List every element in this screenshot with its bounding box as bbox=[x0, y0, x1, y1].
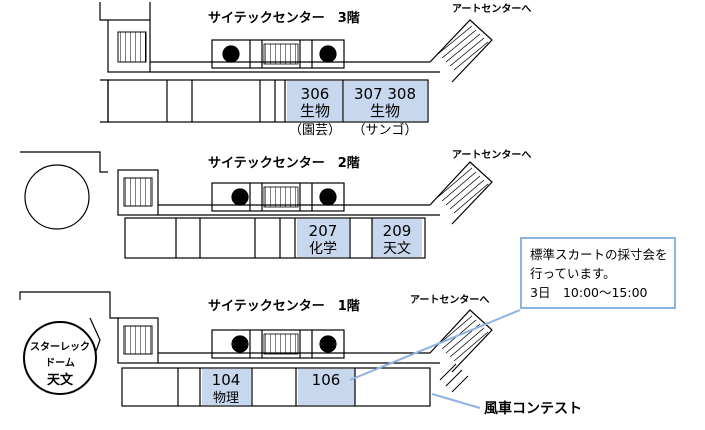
room-209-subject: 天文 bbox=[383, 241, 411, 257]
contest-pointer-line bbox=[431, 393, 481, 409]
room-207-number: 207 bbox=[309, 222, 338, 240]
room-307-308-subject: 生物 bbox=[370, 102, 400, 120]
room-104-fill bbox=[202, 369, 251, 405]
windmill-contest-label: 風車コンテスト bbox=[484, 401, 582, 417]
dome-label-1: スターレック bbox=[30, 341, 90, 353]
floor-3-to-art: アートセンターへ bbox=[452, 3, 531, 15]
room-307-308-number: 307 308 bbox=[354, 85, 416, 103]
note-line-2: 行っています。 bbox=[530, 266, 616, 281]
room-209-fill bbox=[372, 219, 422, 257]
room-207-fill bbox=[297, 219, 349, 257]
dome-label-2: ドーム bbox=[45, 357, 75, 369]
room-306-fill bbox=[287, 81, 343, 121]
floor-3 bbox=[99, 2, 493, 123]
floor-2-title: サイテックセンター 2階 bbox=[208, 155, 360, 171]
skirt-measurement-note: 標準スカートの採寸会を 行っています。 3日 10:00〜15:00 bbox=[520, 237, 676, 309]
floor-1-title: サイテックセンター 1階 bbox=[208, 298, 360, 314]
floor-2 bbox=[20, 151, 493, 259]
floor-3-title: サイテックセンター 3階 bbox=[208, 10, 360, 26]
room-104-subject: 物理 bbox=[213, 391, 239, 406]
room-106-number: 106 bbox=[312, 371, 341, 389]
floor-2-to-art: アートセンターへ bbox=[452, 149, 531, 161]
note-line-3: 3日 10:00〜15:00 bbox=[530, 285, 648, 300]
room-307-308-sub: （サンゴ） bbox=[352, 122, 417, 138]
note-pointer-line bbox=[349, 309, 521, 381]
room-209-number: 209 bbox=[383, 222, 412, 240]
room-306-number: 306 bbox=[301, 85, 330, 103]
floor-1 bbox=[19, 291, 493, 407]
floor-1-to-art: アートセンターへ bbox=[410, 294, 489, 306]
room-104-number: 104 bbox=[212, 371, 241, 389]
room-306-sub: （園芸） bbox=[289, 122, 341, 138]
room-306-subject: 生物 bbox=[300, 102, 330, 120]
room-106-fill bbox=[298, 369, 355, 405]
dome-label-3: 天文 bbox=[47, 372, 74, 388]
note-line-1: 標準スカートの採寸会を bbox=[530, 247, 668, 262]
room-307-308-fill bbox=[344, 81, 427, 121]
room-207-subject: 化学 bbox=[309, 241, 337, 257]
